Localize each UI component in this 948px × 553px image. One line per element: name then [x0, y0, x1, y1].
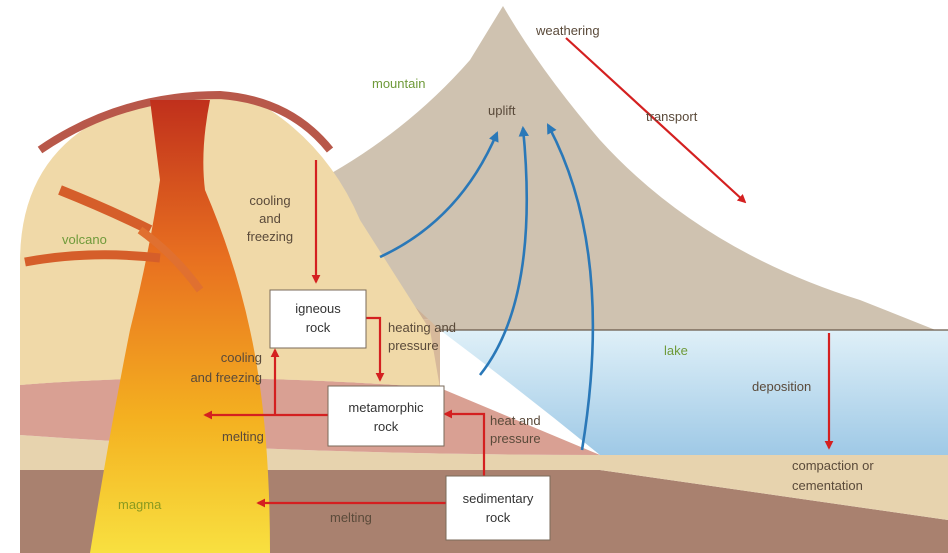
- labels: mountain weathering transport uplift coo…: [62, 23, 874, 525]
- mountain-shape: [300, 6, 948, 340]
- heat-pressure-arrow: [443, 409, 486, 480]
- weathering-label: weathering: [535, 23, 600, 38]
- magma-body: [24, 100, 270, 553]
- cooling-freezing-1-line-3: freezing: [247, 229, 293, 244]
- uplift-label: uplift: [488, 103, 516, 118]
- volcano-label: volcano: [62, 232, 107, 247]
- deposition-label: deposition: [752, 379, 811, 394]
- uplift-arrow-3: [546, 123, 595, 451]
- uplift-arrow-2: [478, 125, 529, 376]
- cooling-freezing-1-line-2: and: [259, 211, 281, 226]
- heat-pressure-line-2: pressure: [490, 431, 541, 446]
- heating-pressure-line-2: pressure: [388, 338, 439, 353]
- melting-2-label: melting: [330, 510, 372, 525]
- cooling-freezing-1-line-1: cooling: [249, 193, 290, 208]
- metamorphic-rock-box[interactable]: metamorphic rock: [327, 385, 445, 447]
- metamorphic-line-1: metamorphic: [348, 400, 424, 415]
- sedimentary-line-1: sedimentary: [463, 491, 534, 506]
- lake-shape: [440, 330, 948, 455]
- weathering-arrow: [565, 37, 747, 204]
- lake-label: lake: [664, 343, 688, 358]
- igneous-rock-box[interactable]: igneous rock: [269, 289, 367, 349]
- heating-pressure-line-1: heating and: [388, 320, 456, 335]
- compaction-line-1: compaction or: [792, 458, 874, 473]
- sedimentary-line-2: rock: [486, 510, 511, 525]
- melting-1-label: melting: [222, 429, 264, 444]
- sedimentary-rock-box[interactable]: sedimentary rock: [445, 475, 551, 541]
- red-arrows: [203, 37, 834, 508]
- igneous-line-1: igneous: [295, 301, 341, 316]
- compaction-line-2: cementation: [792, 478, 863, 493]
- cooling-freezing-2-line-1: cooling: [221, 350, 262, 365]
- uplift-arrow-1: [379, 131, 499, 259]
- heating-arrow: [366, 316, 385, 382]
- cooling-freezing-2-line-2: and freezing: [190, 370, 262, 385]
- mountain-label: mountain: [372, 76, 425, 91]
- heat-pressure-line-1: heat and: [490, 413, 541, 428]
- blue-arrows: [379, 123, 595, 451]
- igneous-line-2: rock: [306, 320, 331, 335]
- metamorphic-line-2: rock: [374, 419, 399, 434]
- transport-label: transport: [646, 109, 698, 124]
- magma-label: magma: [118, 497, 162, 512]
